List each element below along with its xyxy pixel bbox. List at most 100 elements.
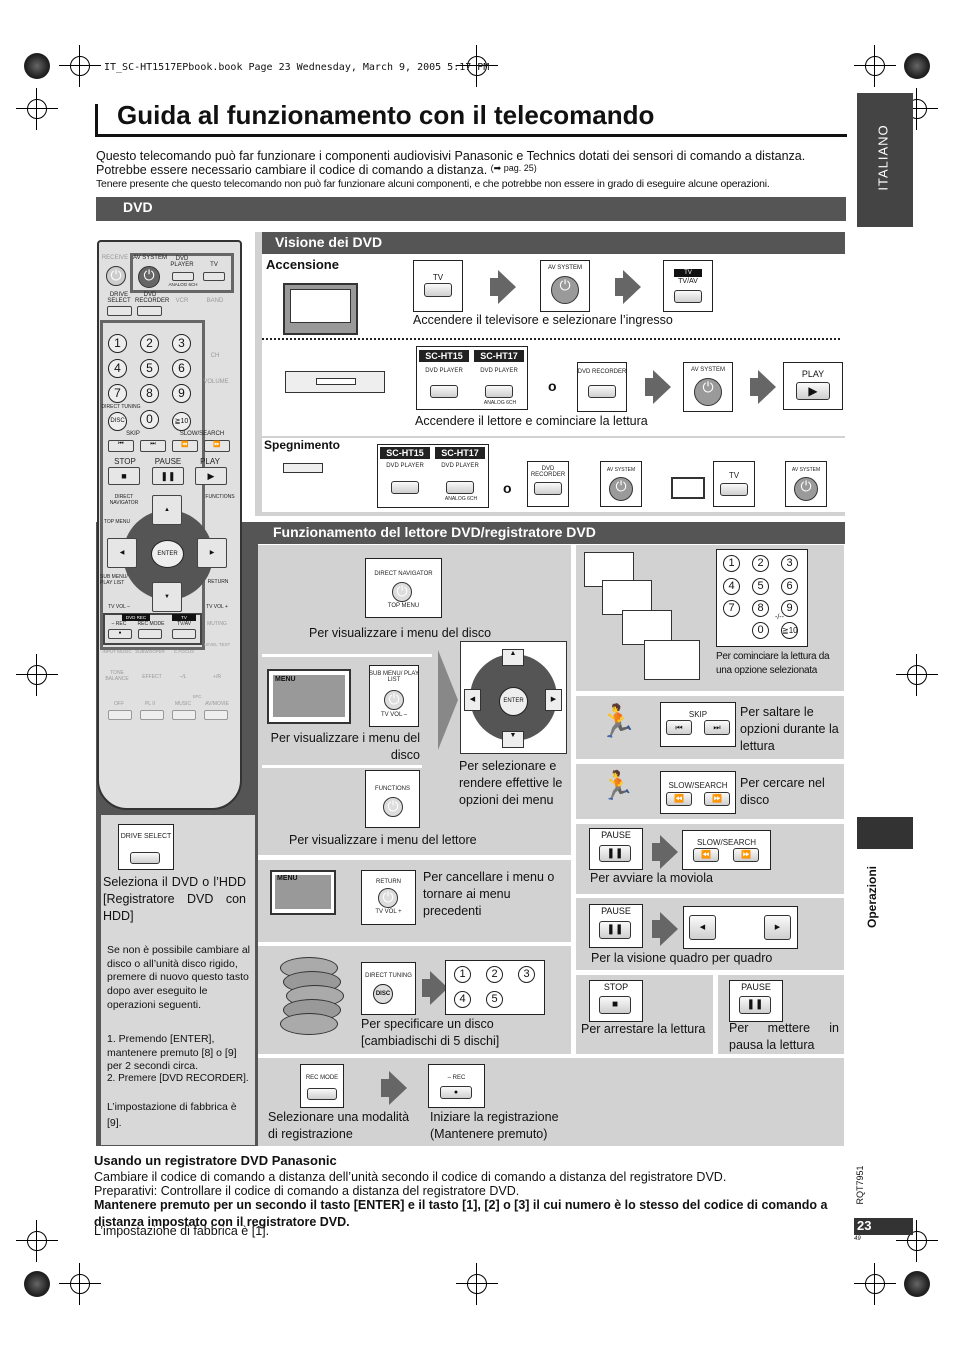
remote-num-3[interactable]: 3 — [172, 334, 191, 353]
pad-0[interactable]: 0 — [752, 622, 769, 639]
sub-menu-button[interactable] — [384, 690, 404, 710]
num-4[interactable]: 4 — [454, 991, 471, 1008]
search-rew-button[interactable]: ⏪ — [666, 792, 692, 806]
dvd-player-button[interactable] — [430, 385, 458, 398]
remote-num-6[interactable]: 6 — [172, 359, 191, 378]
stop-button[interactable]: ■ — [599, 996, 631, 1014]
remote-search-rew[interactable]: ⏪ — [172, 440, 198, 452]
slow-ff-button[interactable]: ⏩ — [733, 848, 759, 862]
pad-5[interactable]: 5 — [752, 578, 769, 595]
disc-button[interactable]: DISC — [373, 984, 393, 1004]
functions-label: FUNCTIONS — [375, 786, 410, 792]
remote-num-0[interactable]: 0 — [140, 410, 159, 429]
pad-2[interactable]: 2 — [752, 555, 769, 572]
remote-drive-select-btn[interactable] — [107, 306, 132, 316]
remote-num-9[interactable]: 9 — [172, 384, 191, 403]
pad-7[interactable]: 7 — [723, 600, 740, 617]
pause-button-3[interactable]: ❚❚ — [739, 996, 771, 1014]
caption-skip: Per saltare le opzioni durante la lettur… — [740, 705, 839, 753]
remote-av-system-btn[interactable] — [138, 266, 160, 288]
remote-skip-next[interactable]: ⏭ — [140, 440, 166, 452]
pad-ge10[interactable]: ≧10 — [781, 622, 798, 639]
rec-button[interactable]: ● — [440, 1086, 472, 1099]
remote-num-4[interactable]: 4 — [108, 359, 127, 378]
remote-disc-btn[interactable]: DISC — [108, 412, 127, 431]
pause-button-2[interactable]: ❚❚ — [599, 921, 631, 939]
pause-button[interactable]: ❚❚ — [599, 845, 631, 862]
pad-4[interactable]: 4 — [723, 578, 740, 595]
pad-8[interactable]: 8 — [752, 600, 769, 617]
dvd-player-button-4[interactable] — [446, 481, 474, 494]
top-menu-button[interactable] — [392, 582, 412, 602]
return-button[interactable] — [378, 888, 398, 908]
pad-3[interactable]: 3 — [781, 555, 798, 572]
remote-tv-av-btn[interactable] — [172, 629, 196, 639]
remote-tv-btn[interactable] — [203, 272, 225, 281]
remote-num-1[interactable]: 1 — [108, 334, 127, 353]
remote-dpad-up[interactable]: ▲ — [152, 495, 182, 525]
dvd-recorder-button[interactable] — [588, 385, 616, 398]
remote-enter-btn[interactable]: ENTER — [151, 540, 184, 568]
dvd-recorder-button-2[interactable] — [534, 482, 562, 495]
drive-select-button[interactable] — [130, 852, 160, 864]
remote-num-8[interactable]: 8 — [140, 384, 159, 403]
skip-prev-button[interactable]: ⏮ — [666, 720, 692, 735]
dvd-player-button-2[interactable] — [485, 385, 513, 398]
av-system-button-2[interactable] — [694, 378, 722, 406]
registration-ball — [24, 1271, 50, 1297]
dpad-up[interactable]: ▲ — [502, 649, 524, 666]
remote-pl2: PL II — [144, 701, 156, 707]
remote-av-system: AV SYSTEM — [133, 255, 167, 261]
remote-stop-btn[interactable]: ■ — [108, 467, 140, 485]
dpad-left[interactable]: ◀ — [464, 689, 481, 711]
remote-search-ff[interactable]: ⏩ — [204, 440, 230, 452]
page-title: Guida al funzionamento con il telecomand… — [117, 100, 655, 130]
remote-dvd-player-btn[interactable] — [172, 272, 194, 281]
av-system-button-4[interactable] — [794, 477, 818, 501]
usando-line-1: Cambiare il codice di comando a distanza… — [94, 1170, 727, 1184]
num-2[interactable]: 2 — [486, 966, 503, 983]
av-system-button[interactable] — [551, 276, 579, 304]
num-1[interactable]: 1 — [454, 966, 471, 983]
tv-button[interactable] — [424, 283, 452, 297]
scene-images — [584, 552, 704, 682]
arrow — [645, 378, 653, 396]
slow-rew-button[interactable]: ⏪ — [693, 848, 719, 862]
dvd-player-button-3[interactable] — [391, 481, 419, 494]
skip-next-button[interactable]: ⏭ — [704, 720, 730, 735]
remote-rec-btn[interactable]: ● — [108, 629, 132, 639]
frame-left-button[interactable]: ◀ — [689, 915, 716, 940]
rec-mode-button[interactable] — [307, 1088, 337, 1100]
pad-6[interactable]: 6 — [781, 578, 798, 595]
remote-num-5[interactable]: 5 — [140, 359, 159, 378]
play-button[interactable]: ▶ — [796, 382, 830, 400]
tv-button-2[interactable] — [720, 483, 748, 496]
remote-dvd-recorder-btn[interactable] — [137, 306, 162, 316]
remote-dpad-down[interactable]: ▼ — [152, 582, 182, 612]
tv-av-button[interactable] — [674, 290, 702, 303]
av-system-button-3[interactable] — [609, 477, 633, 501]
dpad-down[interactable]: ▼ — [502, 731, 524, 748]
remote-dpad-left[interactable]: ◀ — [107, 538, 137, 568]
sub-menu-label: SUB MENU/ PLAY LIST — [369, 671, 419, 683]
remote-play-btn[interactable]: ▶ — [195, 467, 227, 485]
num-5[interactable]: 5 — [486, 991, 503, 1008]
remote-skip-prev[interactable]: ⏮ — [108, 440, 134, 452]
remote-pause-btn[interactable]: ❚❚ — [152, 467, 184, 485]
enter-button[interactable]: ENTER — [499, 687, 528, 716]
pad-1[interactable]: 1 — [723, 555, 740, 572]
pad-9[interactable]: 9 — [781, 600, 798, 617]
frame-right-button[interactable]: ▶ — [764, 915, 791, 940]
remote-rec-mode-btn[interactable] — [138, 629, 162, 639]
num-3[interactable]: 3 — [518, 966, 535, 983]
usando-line-4: L’impostazione di fabbrica è [1]. — [94, 1224, 270, 1238]
remote-dpad-right[interactable]: ▶ — [197, 538, 227, 568]
dpad-right[interactable]: ▶ — [545, 689, 562, 711]
remote-num-2[interactable]: 2 — [140, 334, 159, 353]
functions-button[interactable] — [383, 797, 403, 817]
search-ff-button[interactable]: ⏩ — [704, 792, 730, 806]
remote-tv-tag: TV — [172, 614, 196, 621]
remote-ge10-btn[interactable]: ≧10 — [172, 412, 191, 431]
remote-num-7[interactable]: 7 — [108, 384, 127, 403]
av-system-label-4: AV SYSTEM — [791, 467, 821, 473]
